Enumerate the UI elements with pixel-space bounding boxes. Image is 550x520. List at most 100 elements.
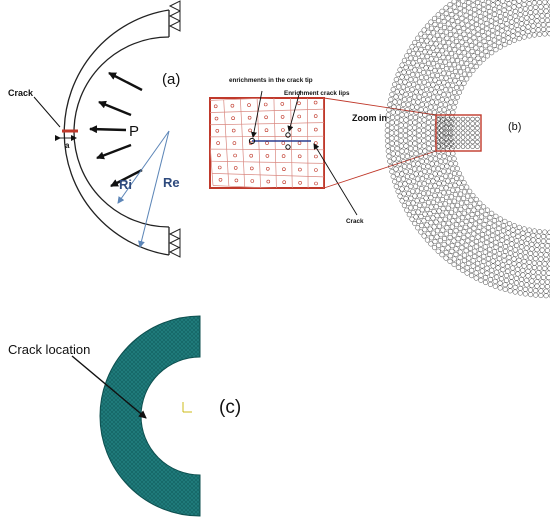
mesh-node xyxy=(446,40,452,46)
mesh-node xyxy=(512,247,518,253)
mesh-node xyxy=(524,20,530,26)
mesh-node xyxy=(472,12,478,18)
mesh-node xyxy=(525,236,531,242)
mesh-node xyxy=(500,223,507,229)
mesh-node xyxy=(421,79,427,85)
ring-outer-arc xyxy=(63,9,170,256)
mesh-node-refined xyxy=(451,125,456,131)
mesh-node xyxy=(542,229,548,235)
mesh-node xyxy=(447,253,453,259)
mesh-node xyxy=(441,70,447,76)
mesh-node xyxy=(422,227,428,233)
mesh-node xyxy=(526,259,532,265)
gauss-point xyxy=(298,167,302,172)
mesh-node xyxy=(425,97,431,103)
mesh-node xyxy=(533,251,539,257)
mesh-node xyxy=(538,252,544,258)
mesh-node xyxy=(428,87,434,93)
mesh-node xyxy=(418,186,425,192)
mesh-node xyxy=(496,256,502,262)
circular-mesh xyxy=(384,0,550,299)
mesh-node xyxy=(524,240,530,246)
mesh-node xyxy=(457,5,463,11)
mesh-node-refined xyxy=(460,139,466,145)
gauss-point xyxy=(247,103,251,107)
mesh-node xyxy=(507,221,513,227)
mesh-node xyxy=(493,16,499,22)
mesh-node xyxy=(455,264,461,271)
mesh-node xyxy=(417,143,423,149)
mesh-node xyxy=(500,262,506,268)
mesh-node xyxy=(449,248,455,254)
mesh-node xyxy=(430,199,437,205)
mesh-node xyxy=(529,14,535,20)
mesh-node xyxy=(463,12,469,18)
mesh-node xyxy=(451,28,457,34)
mesh-node xyxy=(504,21,510,27)
mesh-node xyxy=(476,4,482,10)
mesh-node xyxy=(485,35,491,41)
mesh-node-refined xyxy=(475,135,480,140)
mesh-node xyxy=(403,122,409,128)
mesh-node xyxy=(492,283,498,289)
crack-leader xyxy=(33,96,61,128)
gauss-point xyxy=(297,128,302,132)
mesh-node xyxy=(439,212,445,218)
mesh-node xyxy=(505,225,511,231)
outer-radius-label: Re xyxy=(163,175,180,190)
mesh-node xyxy=(458,206,464,212)
mesh-node xyxy=(517,7,523,13)
mesh-node xyxy=(535,270,541,276)
mesh-node xyxy=(483,274,489,281)
mesh-node xyxy=(402,79,408,85)
mesh-node xyxy=(452,68,458,74)
mesh-node xyxy=(521,258,527,264)
mesh-node xyxy=(398,143,404,149)
mesh-node xyxy=(384,122,391,128)
mesh-node-refined xyxy=(455,121,461,126)
mesh-node xyxy=(489,267,495,273)
mesh-node xyxy=(440,33,446,39)
mesh-node xyxy=(404,53,410,59)
mesh-node xyxy=(490,33,496,39)
mesh-node xyxy=(546,238,550,244)
mesh-node xyxy=(467,203,473,209)
mesh-node xyxy=(476,256,482,262)
mesh-node xyxy=(498,246,504,253)
mesh-node xyxy=(506,1,512,7)
mesh-node xyxy=(403,196,409,202)
panel-b-zoom-region xyxy=(435,114,482,152)
mesh-node xyxy=(467,9,473,15)
mesh-node xyxy=(449,203,455,209)
mesh-node xyxy=(451,104,457,110)
mesh-node xyxy=(520,30,526,36)
mesh-node-refined xyxy=(455,116,461,122)
mesh-node xyxy=(393,76,399,83)
mesh-node xyxy=(436,37,442,43)
mesh-node xyxy=(540,234,547,240)
mesh-node xyxy=(443,50,449,56)
mesh-node xyxy=(470,263,476,269)
mesh-node xyxy=(472,248,478,254)
mesh-node xyxy=(455,217,461,223)
mesh-node xyxy=(481,222,487,228)
mesh-node xyxy=(424,206,430,212)
mesh-node xyxy=(465,214,471,220)
mesh-node xyxy=(490,263,496,269)
mesh-node xyxy=(448,51,455,57)
mesh-node xyxy=(459,15,465,21)
mesh-node xyxy=(446,156,453,162)
mesh-node xyxy=(419,158,425,164)
mesh-node xyxy=(400,153,406,159)
zoom-grid-line xyxy=(290,98,293,188)
mesh-node xyxy=(447,229,454,235)
mesh-node xyxy=(540,274,547,281)
mesh-node xyxy=(404,207,410,213)
mesh-node xyxy=(469,273,475,279)
mesh-node xyxy=(419,207,425,213)
mesh-node xyxy=(416,181,423,187)
mesh-node xyxy=(442,44,448,50)
mesh-node xyxy=(389,135,395,141)
mesh-node xyxy=(491,218,497,224)
